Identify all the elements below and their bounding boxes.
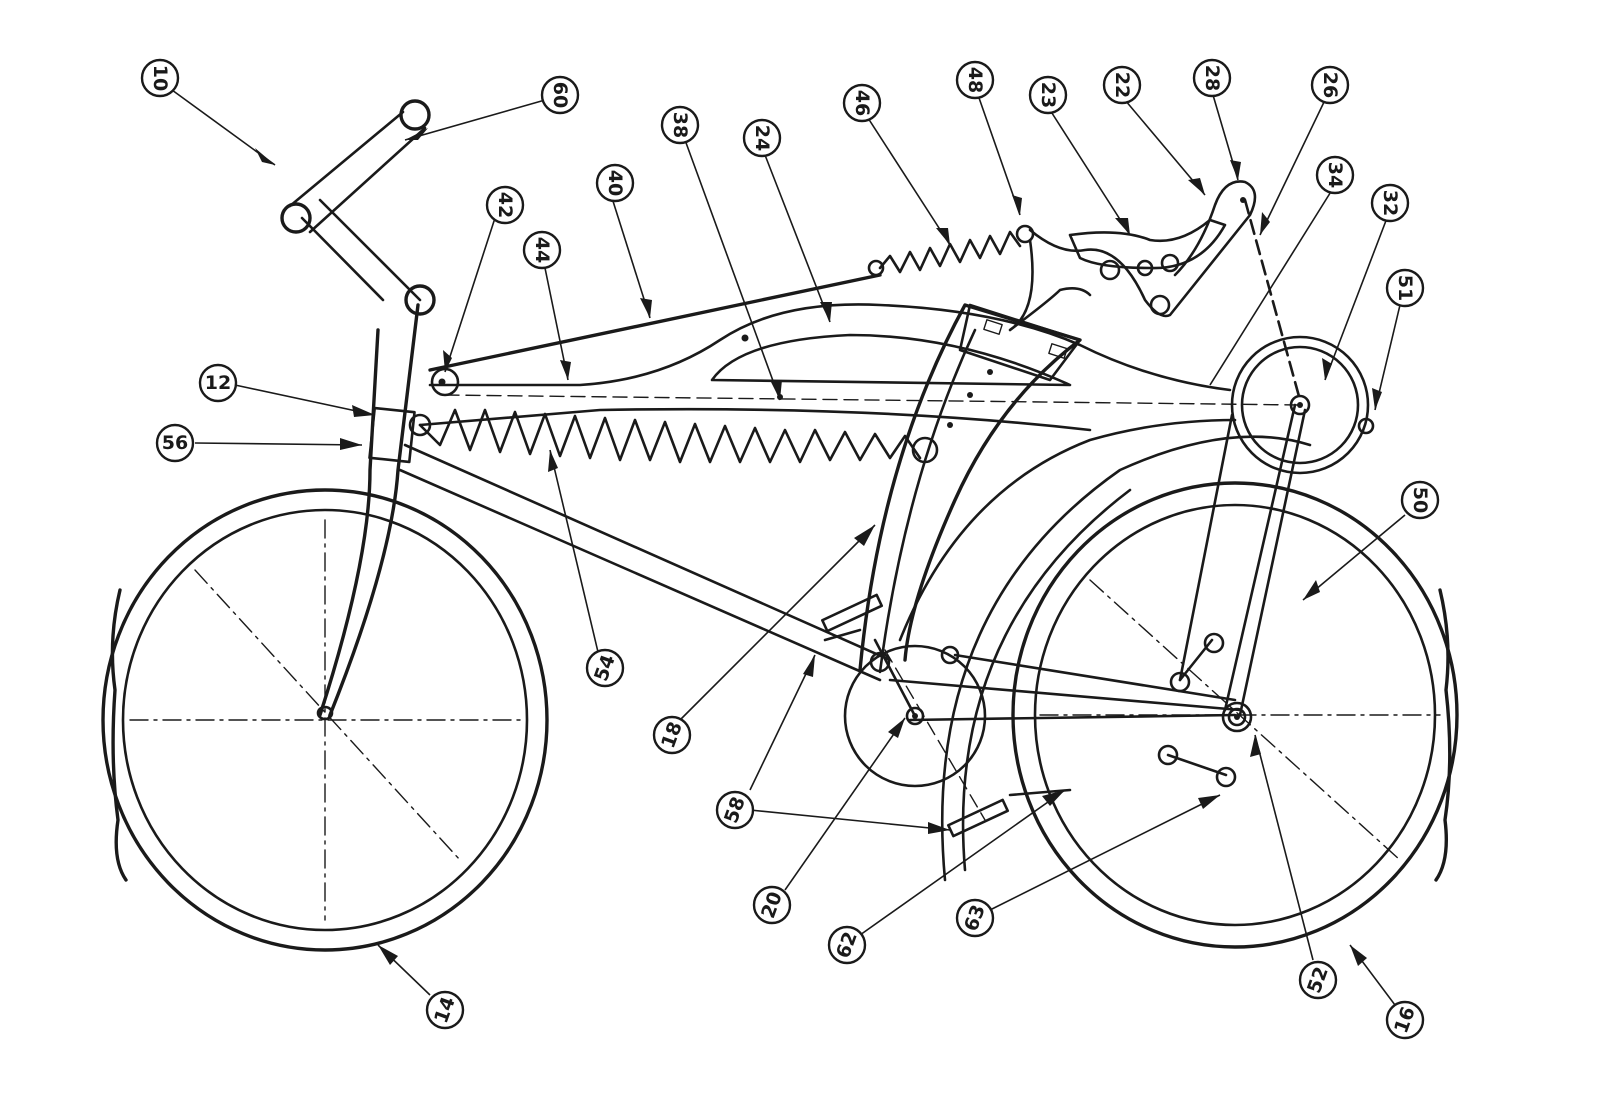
rear-hub [1008, 632, 1253, 797]
rear-sprocket [1230, 335, 1375, 475]
callout-34: 34 [1315, 155, 1355, 195]
label-60: 60 [549, 82, 571, 108]
crank-assembly [820, 593, 1010, 838]
callout-40: 40 [595, 163, 635, 203]
callout-62: 62 [827, 925, 867, 965]
spring-46-end [867, 259, 885, 277]
callout-38: 38 [660, 105, 700, 145]
spring-54-end-front [408, 413, 432, 437]
callout-10: 10 [140, 58, 180, 98]
label-26: 26 [1319, 72, 1341, 98]
callout-51: 51 [1385, 268, 1425, 308]
label-23: 23 [1037, 82, 1059, 108]
label-22: 22 [1111, 72, 1133, 98]
callout-44: 44 [522, 230, 562, 270]
callout-22: 22 [1102, 65, 1142, 105]
label-50: 50 [1409, 487, 1431, 513]
callout-46: 46 [842, 83, 882, 123]
callout-12: 12 [198, 363, 238, 403]
callout-14: 14 [425, 990, 465, 1030]
callout-18: 18 [652, 715, 692, 755]
callout-52: 52 [1298, 960, 1338, 1000]
front-fork-assembly [280, 99, 436, 721]
label-24: 24 [751, 125, 773, 151]
callout-32: 32 [1370, 183, 1410, 223]
label-44: 44 [531, 237, 553, 263]
callout-16: 16 [1385, 1000, 1425, 1040]
arrowheads [255, 128, 1382, 966]
callout-20: 20 [752, 885, 792, 925]
front-wheel [101, 488, 549, 952]
main-frame [398, 273, 1307, 722]
spring-46 [878, 230, 1022, 274]
callout-56: 56 [155, 423, 195, 463]
callout-28: 28 [1192, 58, 1232, 98]
callout-54: 54 [585, 648, 625, 688]
callout-58: 58 [715, 790, 755, 830]
label-42: 42 [494, 192, 516, 218]
label-38: 38 [669, 112, 691, 138]
rear-fender-inner [961, 488, 1132, 872]
label-56: 56 [162, 432, 188, 454]
callout-48: 48 [955, 60, 995, 100]
label-28: 28 [1201, 65, 1223, 91]
label-46: 46 [851, 90, 873, 116]
label-10: 10 [149, 65, 171, 91]
spring-54 [418, 408, 922, 464]
label-40: 40 [604, 170, 626, 196]
spring-54-end-rear [911, 436, 939, 464]
callout-24: 24 [742, 118, 782, 158]
callout-23: 23 [1028, 75, 1068, 115]
callout-63: 63 [955, 898, 995, 938]
callout-42: 42 [485, 185, 525, 225]
callout-60: 60 [540, 75, 580, 115]
label-12: 12 [205, 372, 231, 394]
callout-26: 26 [1310, 65, 1350, 105]
label-34: 34 [1324, 162, 1346, 188]
callout-50: 50 [1400, 480, 1440, 520]
label-51: 51 [1394, 275, 1416, 301]
leader-lines [171, 89, 1406, 1006]
label-48: 48 [964, 67, 986, 93]
rear-fender [941, 435, 1312, 882]
label-32: 32 [1379, 190, 1401, 216]
